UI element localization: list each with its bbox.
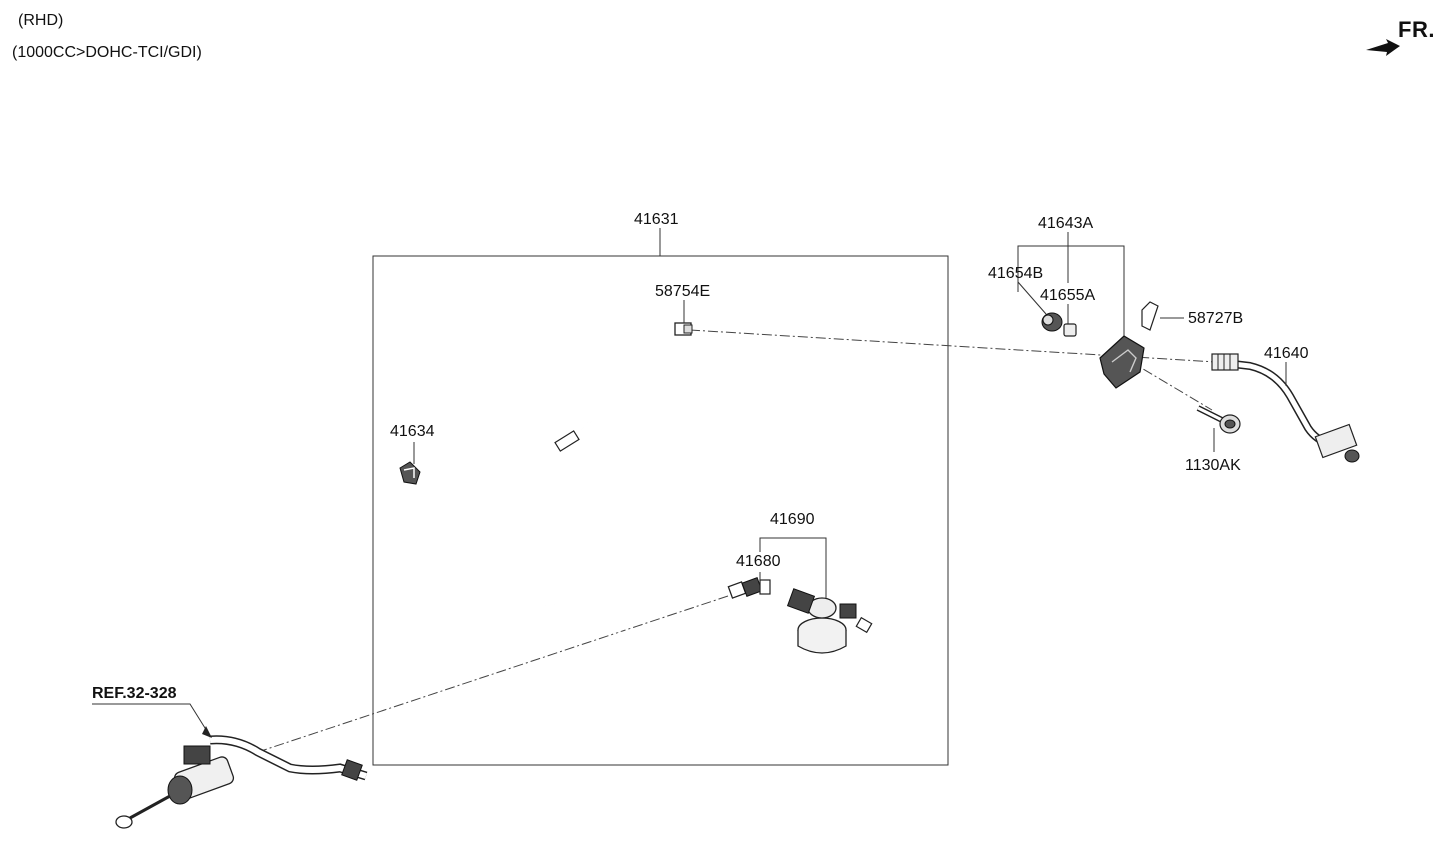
fitting-41680 (727, 577, 771, 599)
label-41680: 41680 (736, 553, 781, 570)
label-41631: 41631 (634, 211, 679, 228)
label-reference: REF.32-328 (92, 685, 177, 702)
bolt-1130AK (1196, 405, 1241, 434)
hose-41640 (1211, 353, 1360, 463)
bushing-41654B (1041, 312, 1063, 332)
label-41640: 41640 (1264, 345, 1309, 362)
bracket-41643A (1099, 335, 1145, 389)
front-direction-label: FR. (1398, 17, 1435, 42)
header-rhd: (RHD) (18, 12, 64, 29)
fitting-58754E (674, 322, 693, 336)
label-1130AK: 1130AK (1185, 457, 1241, 474)
collar-41655A (1063, 323, 1077, 337)
slave-cylinder-41690 (786, 588, 873, 654)
label-41690: 41690 (770, 511, 815, 528)
label-58754E: 58754E (655, 283, 710, 300)
label-41654B: 41654B (988, 265, 1043, 282)
clip-41634 (399, 461, 421, 485)
header-engine: (1000CC>DOHC-TCI/GDI) (12, 44, 202, 61)
label-41634: 41634 (390, 423, 435, 440)
label-41643A: 41643A (1038, 215, 1093, 232)
clutch-pipe-41631 (409, 327, 904, 740)
direction-arrow-icon (1366, 39, 1400, 56)
label-41655A: 41655A (1040, 287, 1095, 304)
master-cylinder-ref (115, 735, 368, 829)
label-58727B: 58727B (1188, 310, 1243, 327)
clip-58727B (1141, 301, 1159, 331)
